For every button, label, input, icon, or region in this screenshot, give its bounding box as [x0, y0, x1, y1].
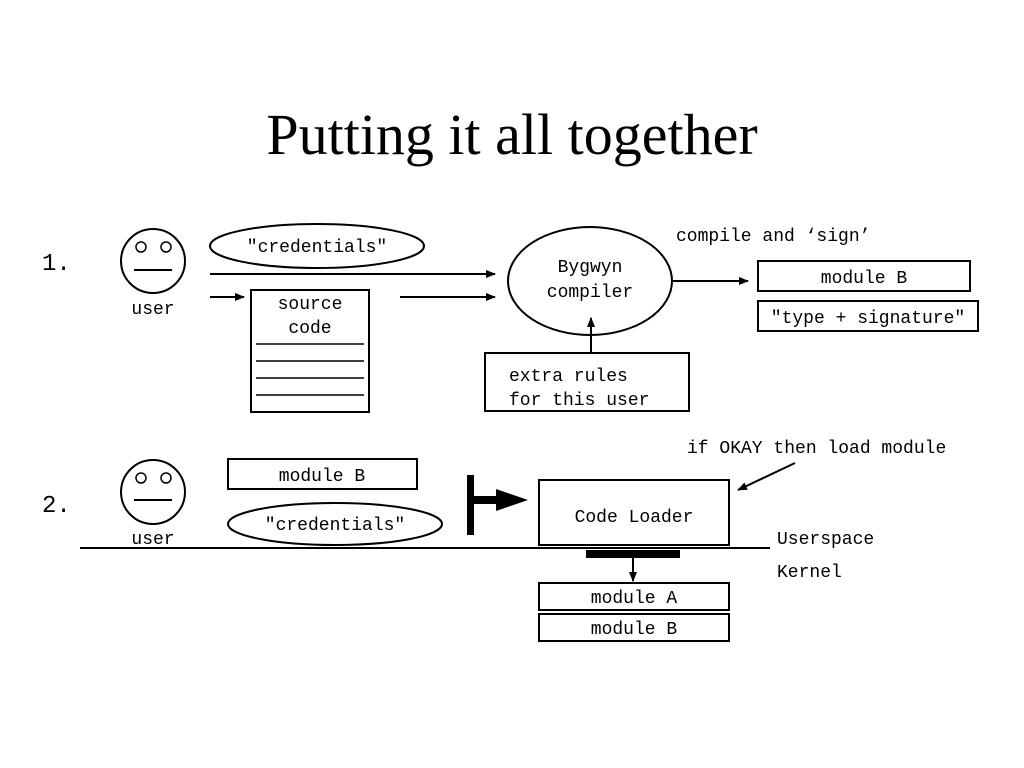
- compile-sign-label: compile and ‘sign’: [676, 227, 870, 247]
- kernel-module-b-box: module B: [538, 613, 730, 642]
- credentials-ellipse-1: "credentials": [209, 223, 425, 269]
- compiler-label-1: Bygwyn: [558, 258, 623, 278]
- extra-rules-line-1: extra rules: [509, 367, 628, 387]
- source-code-box: source code: [250, 289, 370, 413]
- credentials-ellipse-2: "credentials": [227, 502, 443, 546]
- step-2-number: 2.: [42, 493, 71, 520]
- module-b-box-1: module B: [757, 260, 971, 292]
- user-label-2: user: [131, 530, 174, 550]
- user-face-2: [120, 459, 186, 525]
- kernel-barrier: [586, 550, 680, 558]
- extra-rules-box: extra rules for this user: [484, 352, 690, 412]
- kernel-module-a-label: module A: [591, 589, 678, 609]
- module-b-label-2: module B: [279, 467, 366, 487]
- user-label-1: user: [131, 300, 174, 320]
- code-loader-box: Code Loader: [538, 479, 730, 546]
- code-loader-label: Code Loader: [575, 508, 694, 528]
- type-signature-label: "type + signature": [771, 309, 965, 329]
- source-code-line-1: source: [278, 295, 343, 315]
- extra-rules-line-2: for this user: [509, 391, 649, 411]
- gate-arrow: [467, 475, 528, 535]
- module-b-label-1: module B: [821, 269, 908, 289]
- slide-title: Putting it all together: [266, 102, 758, 167]
- arrow-okay-to-loader: [737, 462, 796, 491]
- compiler-ellipse: Bygwyn compiler: [507, 226, 673, 336]
- credentials-label-2: "credentials": [265, 516, 405, 536]
- kernel-module-a-box: module A: [538, 582, 730, 611]
- source-code-line-2: code: [288, 319, 331, 339]
- kernel-label: Kernel: [777, 563, 842, 583]
- module-b-box-2: module B: [227, 458, 418, 490]
- userspace-label: Userspace: [777, 530, 874, 550]
- if-okay-label: if OKAY then load module: [687, 439, 946, 459]
- credentials-label-1: "credentials": [247, 238, 387, 258]
- type-signature-box: "type + signature": [757, 300, 979, 332]
- user-face-1: [120, 228, 186, 294]
- kernel-module-b-label: module B: [591, 620, 678, 640]
- step-1-number: 1.: [42, 251, 71, 278]
- compiler-label-2: compiler: [547, 283, 633, 303]
